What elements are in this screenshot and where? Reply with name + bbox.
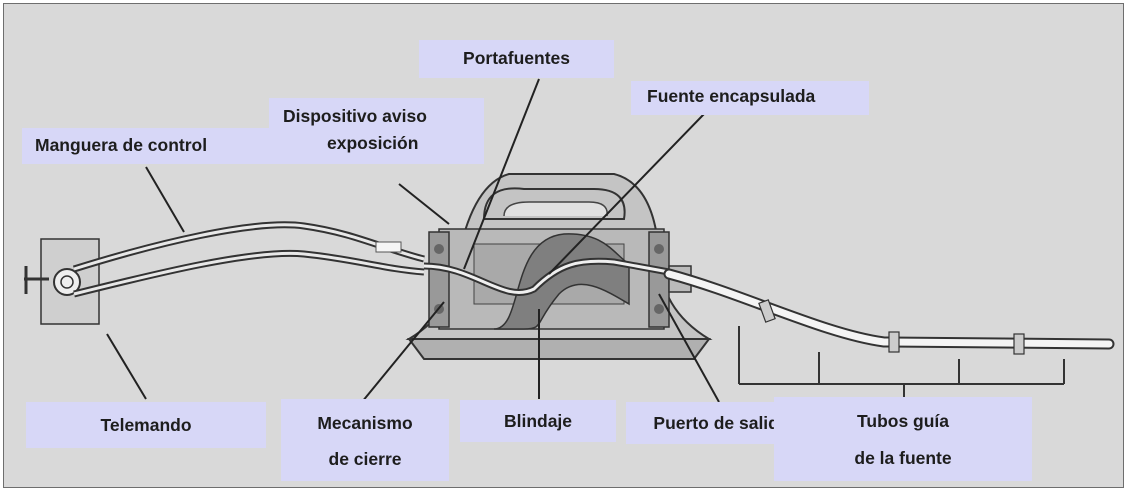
guide-tubes-bracket [738, 326, 1065, 399]
label-tubos-line2: de la fuente [854, 448, 952, 468]
label-telemando: Telemando [26, 402, 266, 448]
source-channel [423, 257, 670, 296]
label-tubos-line1: Tubos guía [856, 411, 950, 431]
label-dispositivo-line2: exposición [327, 133, 419, 153]
label-mecanismo-line1: Mecanismo [317, 413, 413, 433]
gamma-projector-diagram [24, 78, 1115, 403]
label-tubos-guia: Tubos guía de la fuente [774, 397, 1032, 481]
label-dispositivo-line1: Dispositivo aviso [283, 106, 427, 126]
label-portafuentes: Portafuentes [419, 40, 614, 78]
label-mecanismo-line2: de cierre [328, 449, 402, 469]
diagram-frame: Portafuentes Fuente encapsulada Disposit… [3, 3, 1124, 488]
label-fuente-encapsulada: Fuente encapsulada [631, 81, 869, 115]
label-dispositivo-aviso: Dispositivo aviso exposición [269, 98, 484, 164]
label-blindaje: Blindaje [460, 400, 616, 442]
control-hose [72, 221, 425, 298]
label-mecanismo-de-cierre: Mecanismo de cierre [281, 399, 449, 481]
guide-tubes [663, 268, 1115, 355]
leader-lines [106, 78, 720, 403]
telemando-device [24, 238, 100, 325]
label-manguera-de-control: Manguera de control [22, 128, 269, 164]
